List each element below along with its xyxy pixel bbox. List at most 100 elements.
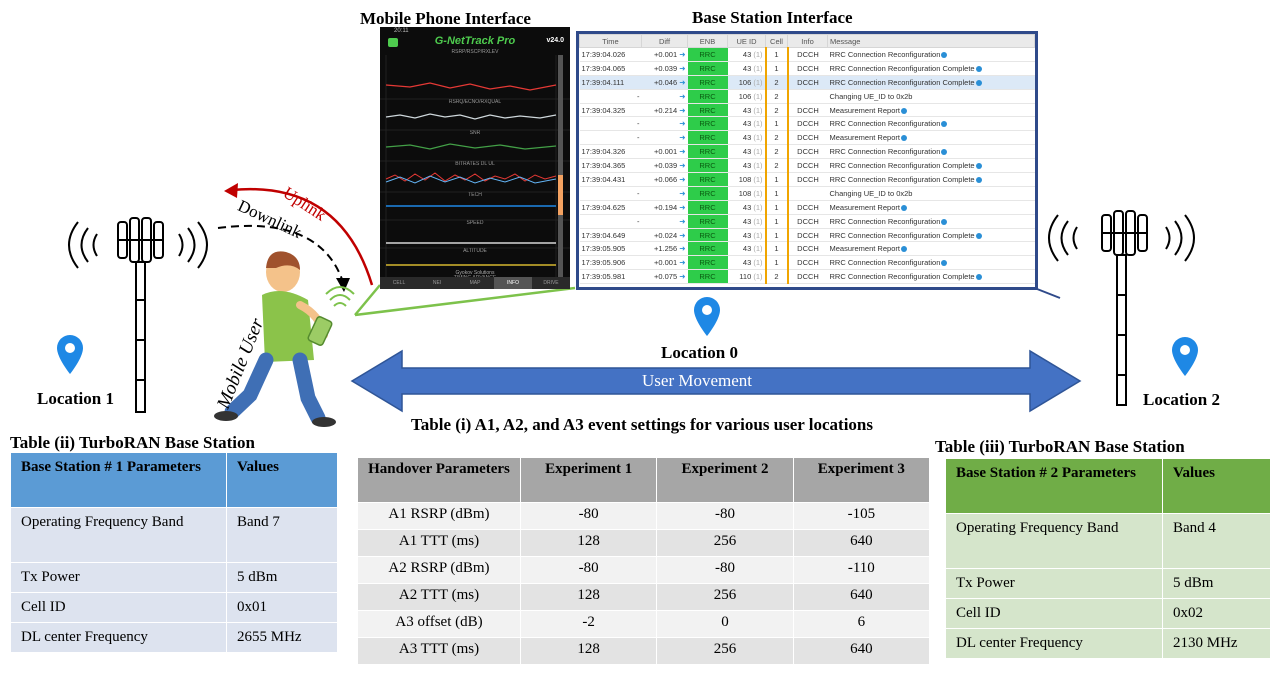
log-message: RRC Connection Reconfiguration xyxy=(827,214,1035,229)
table-ii-header-values: Values xyxy=(226,452,338,508)
log-message-text: RRC Connection Reconfiguration Complete xyxy=(829,174,975,184)
log-info: DCCH xyxy=(787,172,828,187)
log-col-ue-id[interactable]: UE ID xyxy=(727,34,766,48)
app-version: v24.0 xyxy=(546,37,564,44)
log-ue-sub: (1) xyxy=(751,258,763,268)
phone-tab-cell[interactable]: CELL xyxy=(392,280,406,286)
info-icon[interactable] xyxy=(900,246,907,253)
log-ue-sub: (1) xyxy=(751,216,763,226)
info-icon[interactable] xyxy=(941,51,948,58)
log-info: DCCH xyxy=(787,241,828,257)
log-ue-id: 106 (1) xyxy=(727,75,766,90)
info-icon[interactable] xyxy=(941,218,948,225)
log-ue-id: 43 (1) xyxy=(727,47,766,62)
table-i-value: 640 xyxy=(792,583,931,611)
table-i-header-exp2: Experiment 2 xyxy=(656,457,794,503)
phone-tab-drive[interactable]: DRIVE xyxy=(543,280,559,286)
log-col-cell[interactable]: Cell xyxy=(765,34,788,48)
log-time: 17:39:04.111 xyxy=(579,75,642,90)
table-i-value: 256 xyxy=(656,583,794,611)
log-ue-id: 43 (1) xyxy=(727,116,766,132)
location-1-label: Location 1 xyxy=(37,389,114,408)
info-icon[interactable] xyxy=(975,65,982,72)
info-icon[interactable] xyxy=(975,176,982,183)
table-ii-base-station-1: Base Station # 1 Parameters Values Opera… xyxy=(10,452,338,653)
location-pin-2-icon xyxy=(1172,337,1198,376)
uplink-arrow xyxy=(231,187,374,286)
table-i-param: A3 TTT (ms) xyxy=(357,637,521,665)
log-diff-value: +0.194 xyxy=(653,202,678,212)
log-col-diff[interactable]: Diff xyxy=(641,34,688,48)
info-icon[interactable] xyxy=(975,79,982,86)
log-ue-id: 43 (1) xyxy=(727,130,766,146)
log-message: Changing UE_ID to 0x2b xyxy=(827,186,1035,201)
log-enb: RRC xyxy=(687,228,728,243)
info-icon[interactable] xyxy=(975,274,982,281)
table-row: Tx Power 5 dBm xyxy=(945,568,1271,599)
base-station-tower-2 xyxy=(1048,210,1195,406)
log-col-enb[interactable]: ENB xyxy=(687,34,728,48)
table-i-value: -80 xyxy=(519,502,658,530)
table-ii-caption: Table (ii) TurboRAN Base Station xyxy=(10,433,255,452)
info-icon[interactable] xyxy=(900,204,907,211)
table-i-value: 0 xyxy=(656,610,794,638)
log-cell: 1 xyxy=(764,214,789,229)
table-i-param: A1 RSRP (dBm) xyxy=(357,502,521,530)
table-iii-value: Band 4 xyxy=(1162,513,1271,569)
arrow-icon: ➜ xyxy=(677,258,686,268)
phone-tab-info[interactable]: INFO xyxy=(494,277,532,289)
table-i-value: 640 xyxy=(792,529,931,557)
log-col-message[interactable]: Message xyxy=(827,34,1035,48)
phone-tab-bar: CELL NEI MAP INFO DRIVE xyxy=(380,277,570,289)
info-icon[interactable] xyxy=(900,135,907,142)
log-ue-value: 43 xyxy=(742,202,752,212)
table-ii-value: 5 dBm xyxy=(226,562,338,593)
panel-label-snr: SNR xyxy=(469,130,481,136)
info-icon[interactable] xyxy=(975,163,982,170)
log-cell: 1 xyxy=(764,172,789,187)
log-time: - xyxy=(579,130,642,146)
log-info: DCCH xyxy=(787,130,828,146)
info-icon[interactable] xyxy=(941,260,948,267)
log-diff: +0.046 ➜ xyxy=(641,75,688,90)
log-ue-id: 108 (1) xyxy=(727,186,766,201)
phone-tab-nei[interactable]: NEI xyxy=(432,280,442,286)
log-col-info[interactable]: Info xyxy=(787,34,828,48)
log-message: RRC Connection Reconfiguration Complete xyxy=(827,269,1035,285)
log-message: RRC Connection Reconfiguration Complete xyxy=(827,75,1035,90)
log-ue-sub: (1) xyxy=(751,147,763,157)
info-icon[interactable] xyxy=(975,232,982,239)
log-ue-value: 43 xyxy=(742,244,752,254)
info-icon[interactable] xyxy=(941,149,948,156)
table-row: DL center Frequency 2130 MHz xyxy=(945,628,1271,659)
log-enb: RRC xyxy=(687,214,728,229)
log-col-time[interactable]: Time xyxy=(579,34,642,48)
log-cell: 2 xyxy=(764,269,789,285)
log-diff-value: +0.066 xyxy=(653,174,678,184)
table-i-event-settings: Handover Parameters Experiment 1 Experim… xyxy=(357,457,931,665)
table-i-header-exp1: Experiment 1 xyxy=(519,457,658,503)
log-enb: RRC xyxy=(687,75,728,90)
location-2-label: Location 2 xyxy=(1143,390,1220,409)
info-icon[interactable] xyxy=(900,107,907,114)
log-message: Measurement Report xyxy=(827,103,1035,118)
phone-tab-map[interactable]: MAP xyxy=(469,280,481,286)
info-icon[interactable] xyxy=(941,121,948,128)
